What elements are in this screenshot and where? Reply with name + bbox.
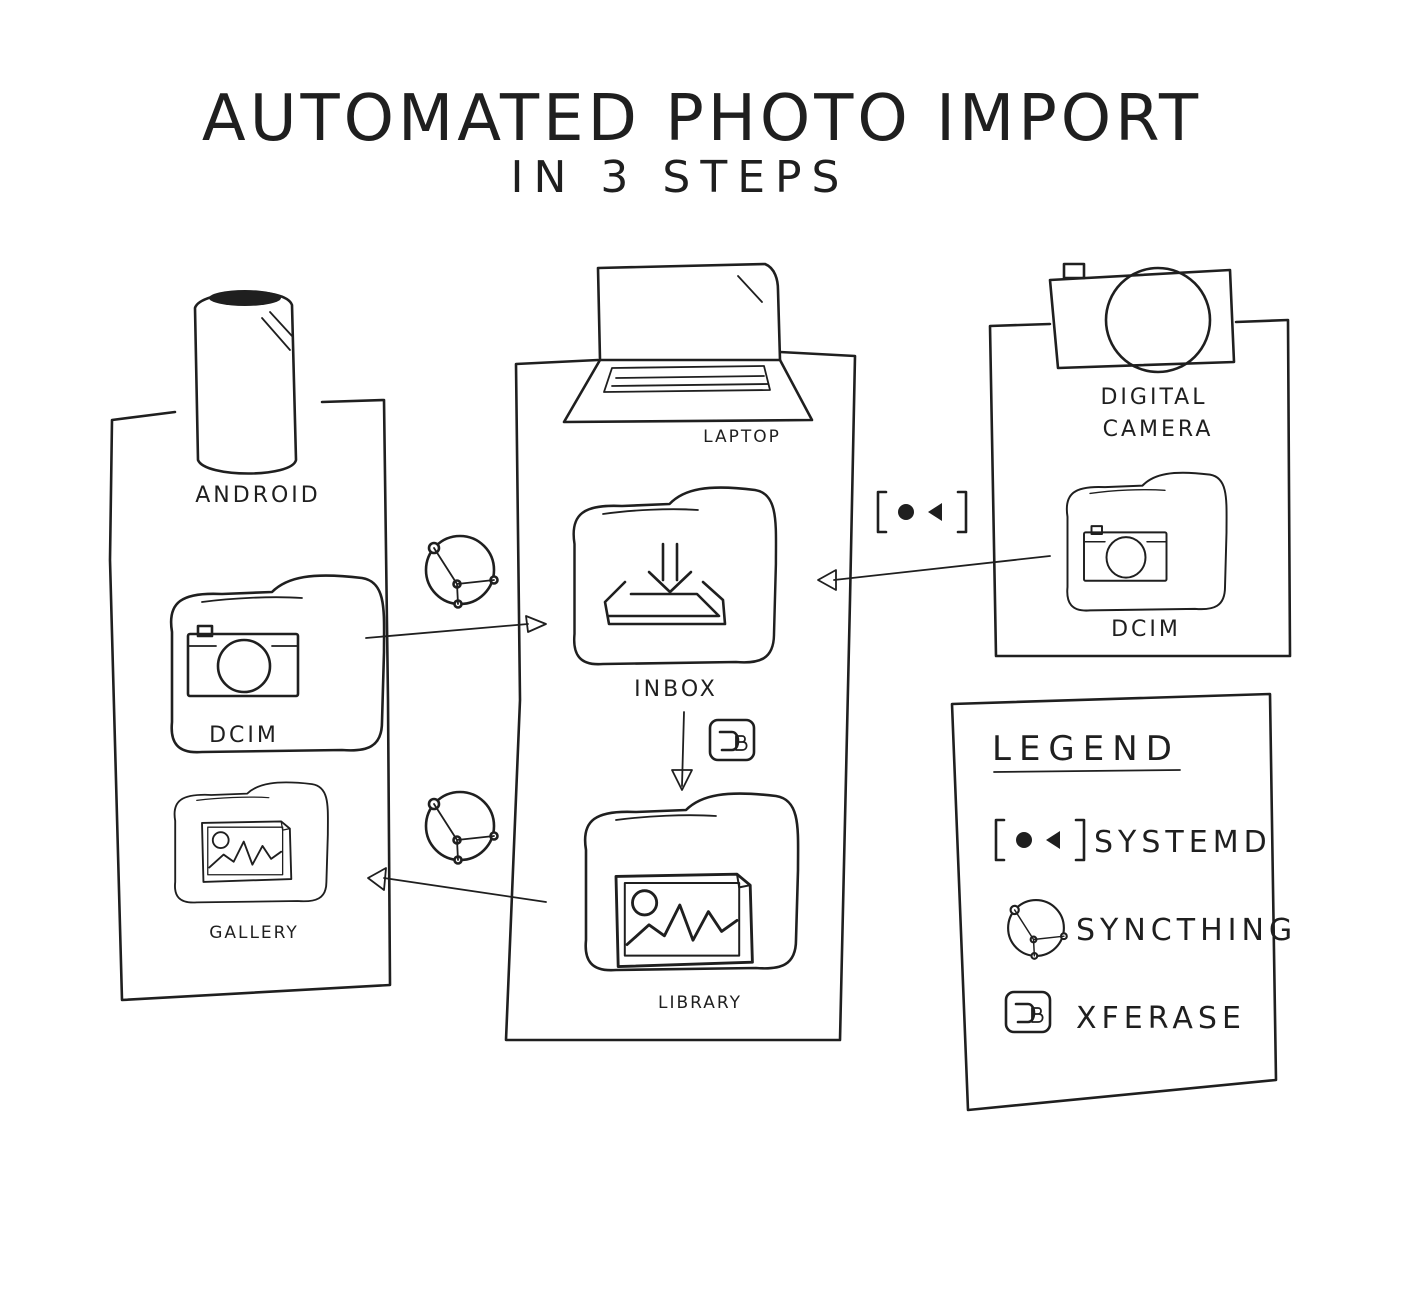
legend-syncthing-icon bbox=[1007, 899, 1068, 960]
legend-syncthing-label: SYNCTHING bbox=[1076, 913, 1297, 948]
camera-label-line1: DIGITAL bbox=[1100, 385, 1207, 410]
android-label: ANDROID bbox=[195, 483, 320, 508]
laptop-label: LAPTOP bbox=[703, 427, 781, 447]
camera-to-inbox-flow bbox=[817, 490, 1051, 591]
camera-box bbox=[988, 318, 1292, 658]
inbox-folder-icon bbox=[572, 486, 778, 666]
legend-panel: LEGEND SYSTEMD SYNCTHING XFERASE bbox=[950, 692, 1297, 1112]
legend-xferase-icon bbox=[1004, 990, 1052, 1034]
inbox-to-library-arrow bbox=[671, 711, 693, 791]
library-folder-icon bbox=[583, 792, 800, 972]
camera-dcim-label: DCIM bbox=[1111, 617, 1181, 642]
diagram-title: AUTOMATED PHOTO IMPORT bbox=[202, 82, 1202, 156]
android-phone-icon bbox=[193, 290, 298, 475]
legend-xferase-label: XFERASE bbox=[1076, 1001, 1246, 1036]
camera-group: DIGITAL CAMERA DCIM bbox=[988, 262, 1292, 658]
legend-systemd-label: SYSTEMD bbox=[1094, 825, 1272, 860]
android-dcim-label: DCIM bbox=[209, 723, 279, 748]
camera-dcim-folder-icon bbox=[1065, 471, 1228, 612]
legend-title-underline bbox=[993, 769, 1181, 773]
camera-label-line2: CAMERA bbox=[1103, 417, 1214, 442]
laptop-icon bbox=[562, 262, 814, 424]
laptop-box bbox=[504, 350, 857, 1042]
library-label: LIBRARY bbox=[658, 993, 742, 1013]
android-box bbox=[108, 398, 392, 1002]
laptop-group: LAPTOP INBOX LIBRARY bbox=[504, 262, 857, 1042]
diagram-subtitle: IN 3 STEPS bbox=[511, 152, 850, 203]
legend-systemd-icon bbox=[994, 818, 1086, 862]
inbox-tray-icon bbox=[603, 542, 727, 626]
android-group: ANDROID DCIM GALLERY bbox=[108, 290, 392, 1002]
legend-title: LEGEND bbox=[992, 729, 1180, 769]
xferase-icon bbox=[708, 718, 756, 762]
systemd-icon bbox=[876, 490, 968, 534]
syncthing-icon-lower bbox=[424, 790, 499, 865]
library-to-gallery-flow bbox=[367, 790, 547, 903]
gallery-folder-icon bbox=[173, 781, 329, 904]
android-to-inbox-flow bbox=[365, 534, 547, 639]
syncthing-icon-upper bbox=[424, 534, 499, 609]
inbox-label: INBOX bbox=[634, 677, 718, 702]
gallery-label: GALLERY bbox=[209, 923, 299, 943]
legend-box bbox=[950, 692, 1278, 1112]
digital-camera-icon bbox=[1048, 262, 1236, 374]
